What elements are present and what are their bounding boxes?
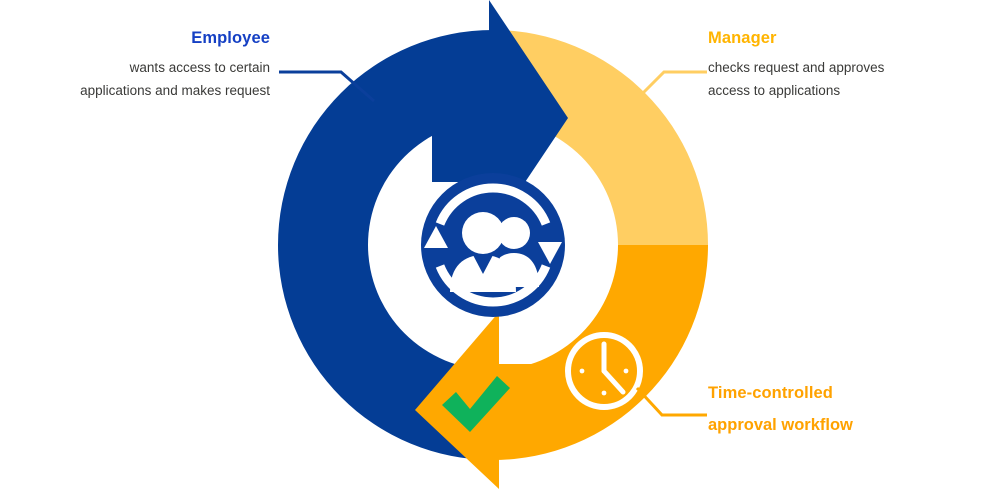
callout-manager-title: Manager	[708, 29, 777, 47]
leader-line-employee	[279, 70, 375, 103]
callout-workflow: Time-controlled approval workflow	[708, 382, 968, 437]
leader-line-manager	[639, 70, 707, 97]
people-cycle-icon	[421, 173, 565, 317]
blue-arc-segment	[278, 30, 493, 460]
callout-manager: Manager checks request and approves acce…	[708, 27, 968, 103]
amber-arc-segment	[493, 30, 708, 245]
check-icon	[442, 376, 510, 432]
top-arrowhead-blue	[432, 0, 568, 236]
leader-line-workflow	[635, 386, 707, 417]
callout-manager-line-2: access to applications	[708, 83, 841, 99]
callout-workflow-title: Time-controlled	[708, 384, 833, 402]
callout-employee-line-1: wants access to certain	[129, 60, 270, 76]
callout-employee: Employee wants access to certain applica…	[18, 27, 270, 103]
callout-employee-title: Employee	[191, 29, 270, 47]
callout-employee-line-2: applications and makes request	[80, 83, 270, 99]
callout-workflow-title-second: approval workflow	[708, 416, 853, 435]
clock-icon	[565, 332, 643, 410]
callout-manager-line-1: checks request and approves	[708, 60, 885, 76]
